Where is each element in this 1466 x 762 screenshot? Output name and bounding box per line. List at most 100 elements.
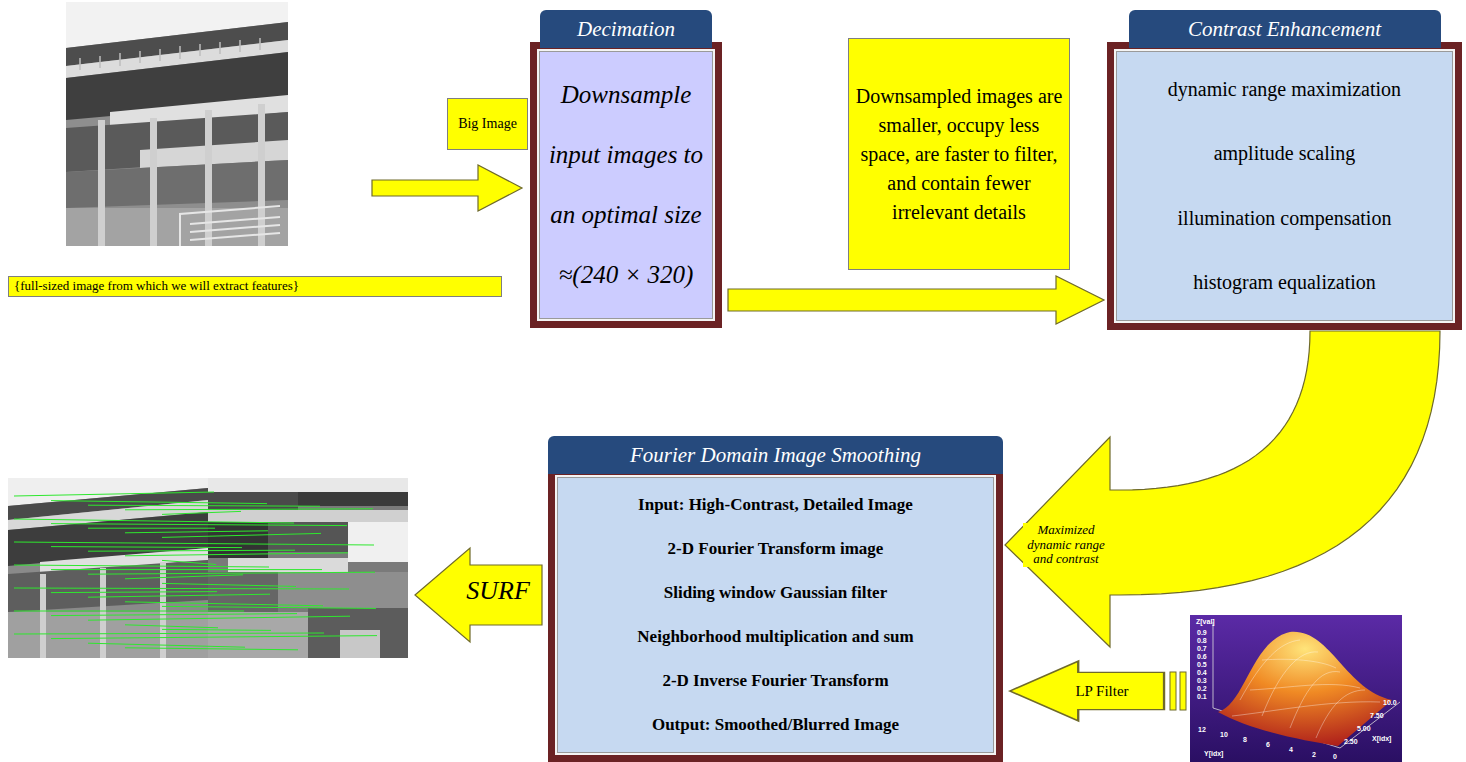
filter-bars bbox=[1180, 672, 1186, 710]
axis-label: 2.50 bbox=[1344, 738, 1358, 745]
feature-match-line bbox=[51, 501, 267, 504]
step-text: dynamic range maximization bbox=[1168, 77, 1401, 102]
axis-label: 4 bbox=[1289, 746, 1293, 753]
feature-match-line bbox=[125, 531, 268, 533]
matched-features-image bbox=[208, 572, 278, 612]
edge-label: Maximized dynamic range and contrast bbox=[1023, 523, 1109, 568]
feature-match-line bbox=[51, 636, 377, 639]
feature-match-line bbox=[125, 648, 298, 650]
axis-label: 0.7 bbox=[1197, 645, 1207, 652]
building-photo bbox=[258, 104, 265, 246]
step-text: amplitude scaling bbox=[1214, 141, 1356, 166]
axis-label: 0 bbox=[1333, 753, 1337, 760]
axis-label: 5.00 bbox=[1357, 725, 1371, 732]
feature-match-line bbox=[162, 606, 376, 608]
feature-match-line bbox=[88, 528, 215, 529]
feature-match-lines bbox=[14, 492, 377, 650]
process-box: Fourier Domain Image SmoothingInput: Hig… bbox=[548, 468, 1003, 762]
building-photo bbox=[98, 120, 105, 246]
matched-features-image bbox=[8, 478, 408, 658]
process-box: DecimationDownsample input images to an … bbox=[530, 42, 722, 328]
arrow-shape bbox=[1010, 661, 1164, 721]
feature-match-line bbox=[51, 547, 242, 548]
feature-match-line bbox=[162, 583, 296, 586]
step-text: histogram equalization bbox=[1193, 270, 1376, 295]
axis-label: 0.5 bbox=[1197, 661, 1207, 668]
feature-match-line bbox=[14, 633, 324, 634]
axis-label: Y[idx] bbox=[1204, 750, 1223, 757]
feature-match-line bbox=[125, 509, 373, 510]
caption-text: {full-sized image from which we will ext… bbox=[14, 278, 299, 294]
axis-label: 7.50 bbox=[1370, 712, 1384, 719]
step-text: Neighborhood multiplication and sum bbox=[637, 626, 913, 647]
matched-features-image bbox=[298, 492, 408, 506]
feature-match-line bbox=[14, 588, 349, 589]
feature-match-line bbox=[51, 592, 217, 593]
building-photo bbox=[66, 2, 288, 246]
step-text: Input: High-Contrast, Detailed Image bbox=[638, 494, 913, 515]
feature-match-line bbox=[162, 629, 271, 630]
note-box: Downsampled images are smaller, occupy l… bbox=[848, 38, 1070, 270]
feature-match-line bbox=[88, 594, 270, 597]
building-photo bbox=[66, 2, 288, 246]
feature-match-line bbox=[51, 569, 322, 570]
feature-match-line bbox=[88, 616, 350, 620]
feature-match-line bbox=[88, 505, 320, 506]
axis-label: 0.6 bbox=[1197, 653, 1207, 660]
step-text: 2-D Fourier Transform image bbox=[668, 538, 884, 559]
building-photo bbox=[205, 110, 212, 246]
filter-bars bbox=[1170, 672, 1186, 710]
gaussian-plot bbox=[1190, 615, 1402, 762]
filter-bars bbox=[1170, 672, 1176, 710]
axis-label: 10 bbox=[1220, 731, 1228, 738]
caption-box: {full-sized image from which we will ext… bbox=[8, 276, 502, 297]
matched-features-image bbox=[208, 478, 408, 492]
feature-match-line bbox=[88, 572, 375, 574]
matched-features-image bbox=[208, 492, 298, 510]
axis-label: 0.9 bbox=[1197, 629, 1207, 636]
feature-match-line bbox=[162, 533, 321, 537]
input-arrow bbox=[372, 165, 522, 211]
axis-label: 8 bbox=[1243, 736, 1247, 743]
matched-features-image bbox=[208, 522, 268, 558]
matched-features-image bbox=[278, 572, 408, 608]
axis-label: 0.8 bbox=[1197, 637, 1207, 644]
feature-match-line bbox=[88, 643, 245, 647]
axis-label: X[idx] bbox=[1372, 735, 1391, 742]
matched-features-image bbox=[208, 478, 408, 658]
matched-features-image bbox=[340, 630, 380, 658]
section-tab: Fourier Domain Image Smoothing bbox=[548, 436, 1003, 474]
note-box: Big Image bbox=[447, 98, 528, 150]
gaussian-plot bbox=[1232, 640, 1380, 738]
block-arrow bbox=[728, 276, 1104, 324]
filter-arrow: LP Filter bbox=[1008, 660, 1166, 722]
feature-match-line bbox=[51, 524, 347, 526]
axis-label: 10.0 bbox=[1383, 699, 1397, 706]
feature-match-line bbox=[51, 614, 297, 616]
feature-match-line bbox=[14, 492, 214, 496]
matched-features-image bbox=[40, 574, 46, 658]
matched-features-image bbox=[268, 522, 348, 552]
step-text: illumination compensation bbox=[1178, 206, 1392, 231]
axis-label: Z[val] bbox=[1196, 618, 1215, 625]
feature-match-line bbox=[125, 625, 218, 628]
gaussian-plot bbox=[1213, 622, 1400, 748]
block-arrow bbox=[1005, 331, 1440, 647]
matched-features-image bbox=[160, 562, 166, 658]
matched-features-image bbox=[8, 560, 208, 612]
process-text: Downsample input images to an optimal si… bbox=[545, 65, 707, 305]
feature-match-line bbox=[125, 575, 243, 579]
matched-features-image bbox=[100, 568, 106, 658]
section-tab: Decimation bbox=[540, 10, 712, 48]
feature-match-line bbox=[125, 553, 348, 556]
matched-features-image bbox=[208, 612, 308, 658]
feature-match-line bbox=[88, 550, 295, 551]
step-text: Output: Smoothed/Blurred Image bbox=[652, 714, 899, 735]
building-photo bbox=[150, 118, 157, 246]
filter-text: LP Filter bbox=[1075, 682, 1128, 701]
axis-label: 2 bbox=[1312, 751, 1316, 758]
axis-label: 0.1 bbox=[1197, 693, 1207, 700]
input-arrow bbox=[372, 165, 522, 211]
feature-match-line bbox=[14, 542, 374, 545]
